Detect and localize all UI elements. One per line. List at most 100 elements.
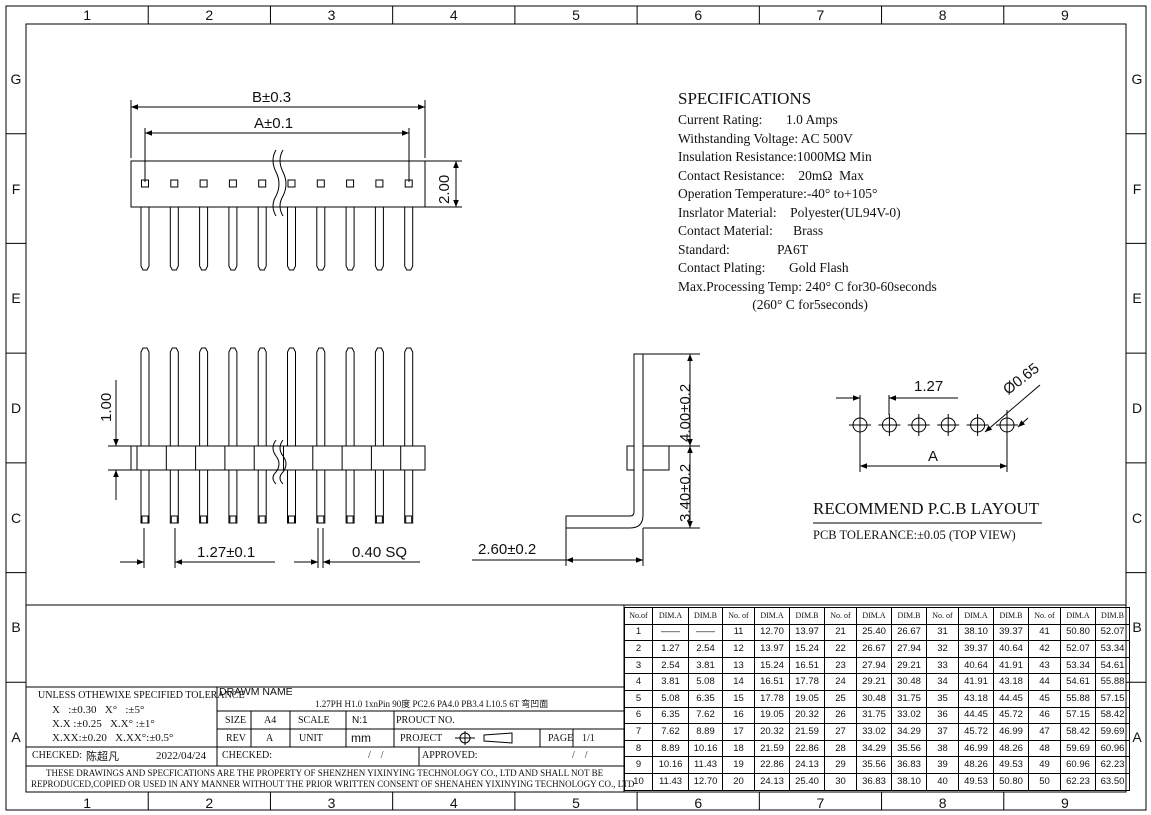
table-cell: 46 — [1028, 706, 1061, 725]
top-view-header — [130, 100, 462, 271]
table-cell: 2.54 — [652, 656, 689, 675]
pcb-hole — [966, 414, 989, 436]
top-pin — [287, 179, 296, 271]
table-cell: 53.34 — [1060, 656, 1096, 675]
tolerance-title: UNLESS OTHEWIXE SPECIFIED TOLERANCE — [38, 690, 245, 701]
table-cell: 2 — [624, 640, 653, 658]
table-cell: 34.29 — [856, 739, 892, 758]
table-cell: 39 — [926, 756, 959, 774]
table-cell: 38 — [926, 739, 959, 758]
part-description: 1.27PH H1.0 1xnPin 90度 PC2.6 PA4.0 PB3.4… — [315, 699, 549, 709]
outer-frame — [5, 5, 1147, 811]
spec-line: Withstanding Voltage: AC 500V — [678, 130, 853, 146]
table-header: DIM.A — [958, 607, 994, 625]
table-cell: 25.40 — [789, 772, 825, 791]
table-cell: 58.42 — [1095, 706, 1130, 725]
zone-col-9-bottom: 9 — [1060, 795, 1069, 811]
spec-line: Contact Material: Brass — [678, 223, 824, 238]
table-cell: 22 — [824, 640, 857, 658]
table-cell: 16.51 — [754, 673, 790, 691]
table-cell: 30.48 — [856, 689, 892, 708]
table-cell: 5 — [624, 689, 653, 708]
table-cell: 40 — [926, 772, 959, 791]
table-cell: 10 — [624, 772, 653, 791]
spec-line: Max.Processing Temp: 240° C for30-60seco… — [678, 278, 937, 294]
table-cell: 31.75 — [891, 689, 927, 708]
zone-col-8-bottom: 8 — [938, 795, 947, 811]
table-cell: 4 — [624, 673, 653, 691]
zone-row-F-right: F — [1132, 180, 1142, 197]
front-pin — [136, 347, 150, 524]
table-cell: 17 — [722, 723, 755, 741]
table-cell: 7.62 — [652, 723, 689, 741]
table-cell: 49 — [1028, 756, 1061, 774]
table-cell: 41.91 — [993, 656, 1029, 675]
table-cell: 60.96 — [1060, 756, 1096, 774]
table-cell: 1.27 — [652, 640, 689, 658]
table-cell: 46.99 — [993, 723, 1029, 741]
table-cell: 10.16 — [652, 756, 689, 774]
scale-value: N:1 — [352, 715, 368, 726]
table-cell: 19.05 — [789, 689, 825, 708]
table-cell: 6 — [624, 706, 653, 725]
table-cell: 40.64 — [958, 656, 994, 675]
table-cell: 29 — [824, 756, 857, 774]
table-cell: 30 — [824, 772, 857, 791]
table-cell: 27.94 — [856, 656, 892, 675]
table-cell: 52.07 — [1060, 640, 1096, 658]
table-cell: 63.50 — [1095, 772, 1130, 791]
checked-name: 陈超凡 — [86, 750, 119, 763]
front-pin — [253, 347, 267, 524]
size-value: A4 — [264, 715, 277, 726]
checked-date: 2022/04/24 — [156, 750, 207, 762]
table-cell: 19.05 — [754, 706, 790, 725]
top-pin — [257, 179, 267, 271]
drawn-name-label: DRAWM NAME — [219, 686, 293, 698]
project-label: PROJECT — [400, 733, 443, 744]
table-cell: 3.81 — [688, 656, 723, 675]
tolerance-line-3: X.XX:±0.20 X.XX°:±0.5° — [52, 732, 174, 744]
front-pin — [312, 347, 326, 524]
table-cell: 60.96 — [1095, 739, 1130, 758]
table-cell: 23 — [824, 656, 857, 675]
pcb-title: RECOMMEND P.C.B LAYOUT — [813, 499, 1040, 518]
spec-line: Operation Temperature:-40° to+105° — [678, 186, 878, 201]
zone-row-D-right: D — [1131, 400, 1143, 416]
table-header: No. of — [824, 607, 857, 625]
dim-b: B±0.3 — [252, 89, 292, 106]
notice-line-1: THESE DRAWINGS AND SPECFICATIONS ARE THE… — [46, 768, 604, 778]
table-cell: 45 — [1028, 689, 1061, 708]
table-header: No. of — [1028, 607, 1061, 625]
spec-line: Insulation Resistance:1000MΩ Min — [678, 149, 872, 164]
table-cell: 16.51 — [789, 656, 825, 675]
pcb-hole — [937, 414, 960, 436]
zone-col-6-bottom: 6 — [694, 795, 703, 811]
table-header: DIM.B — [688, 607, 723, 625]
table-cell: 50 — [1028, 772, 1061, 791]
table-cell: 43 — [1028, 656, 1061, 675]
rev-value: A — [266, 733, 274, 744]
zone-row-B-right: B — [1132, 619, 1142, 636]
table-cell: 13.97 — [754, 640, 790, 658]
table-cell: 33.02 — [891, 706, 927, 725]
zone-ticks — [6, 6, 1146, 810]
table-cell: 57.15 — [1060, 706, 1096, 725]
table-cell: 49.53 — [993, 756, 1029, 774]
unit-value: mm — [351, 731, 371, 745]
dim-pcb-a: A — [928, 448, 939, 465]
table-cell: 31 — [926, 623, 959, 642]
top-pin — [345, 179, 355, 271]
table-cell: —— — [688, 623, 723, 642]
title-block-lines — [26, 604, 1126, 792]
table-cell: 46.99 — [958, 739, 994, 758]
top-pin — [316, 179, 326, 271]
zone-col-9-top: 9 — [1060, 7, 1069, 23]
zone-col-2-bottom: 2 — [205, 795, 214, 811]
table-cell: 6.35 — [652, 706, 689, 725]
